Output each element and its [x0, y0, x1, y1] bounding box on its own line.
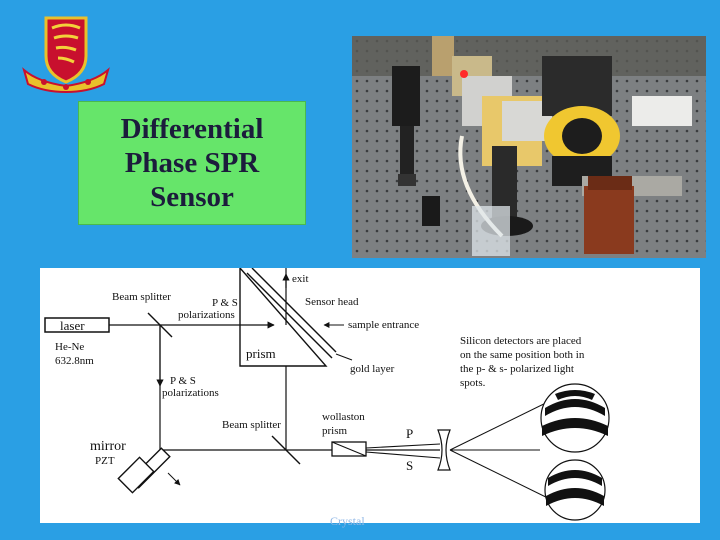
note-line-4: spots. — [460, 377, 486, 389]
lab-setup-photo — [352, 36, 706, 258]
wavelength-label: 632.8nm — [55, 355, 94, 367]
ps-top-label-2: polarizations — [178, 309, 235, 321]
s-spot-fringes — [544, 459, 606, 521]
beam-splitter-mid-label: Beam splitter — [222, 419, 281, 431]
exit-label: exit — [292, 273, 309, 285]
prism-label: prism — [246, 346, 276, 361]
sample-entrance-label: sample entrance — [348, 319, 419, 331]
s-label: S — [406, 458, 413, 473]
sensor-head-label: Sensor head — [305, 296, 359, 308]
note-line-2: on the same position both in — [460, 349, 585, 361]
spr-optical-diagram: laser He-Ne 632.8nm Beam splitter P & S … — [40, 266, 700, 523]
p-label: P — [406, 426, 413, 441]
lens — [437, 429, 451, 471]
note-line-3: the p- & s- polarized light — [460, 363, 574, 375]
note-line-1: Silicon detectors are placed — [460, 335, 582, 347]
p-spot-fringes — [540, 383, 610, 453]
laser-label: laser — [60, 318, 85, 333]
wollaston-label-1: wollaston — [322, 411, 365, 423]
ps-mid-label-2: polarizations — [162, 387, 219, 399]
prism — [239, 266, 328, 367]
beam-splitter-top-label: Beam splitter — [112, 291, 171, 303]
wollaston-label-2: prism — [322, 425, 348, 437]
gold-layer-label: gold layer — [350, 363, 395, 375]
pzt-label: PZT — [95, 455, 115, 467]
title-box: Differential Phase SPR Sensor — [78, 101, 306, 225]
ps-top-label-1: P & S — [212, 297, 238, 309]
he-ne-label: He-Ne — [55, 341, 84, 353]
slide-title: Differential Phase SPR Sensor — [120, 113, 264, 213]
university-crest-icon — [18, 12, 114, 94]
ps-mid-label-1: P & S — [170, 375, 196, 387]
footer-text: Crystal — [330, 514, 365, 528]
mirror-label: mirror — [90, 439, 126, 454]
